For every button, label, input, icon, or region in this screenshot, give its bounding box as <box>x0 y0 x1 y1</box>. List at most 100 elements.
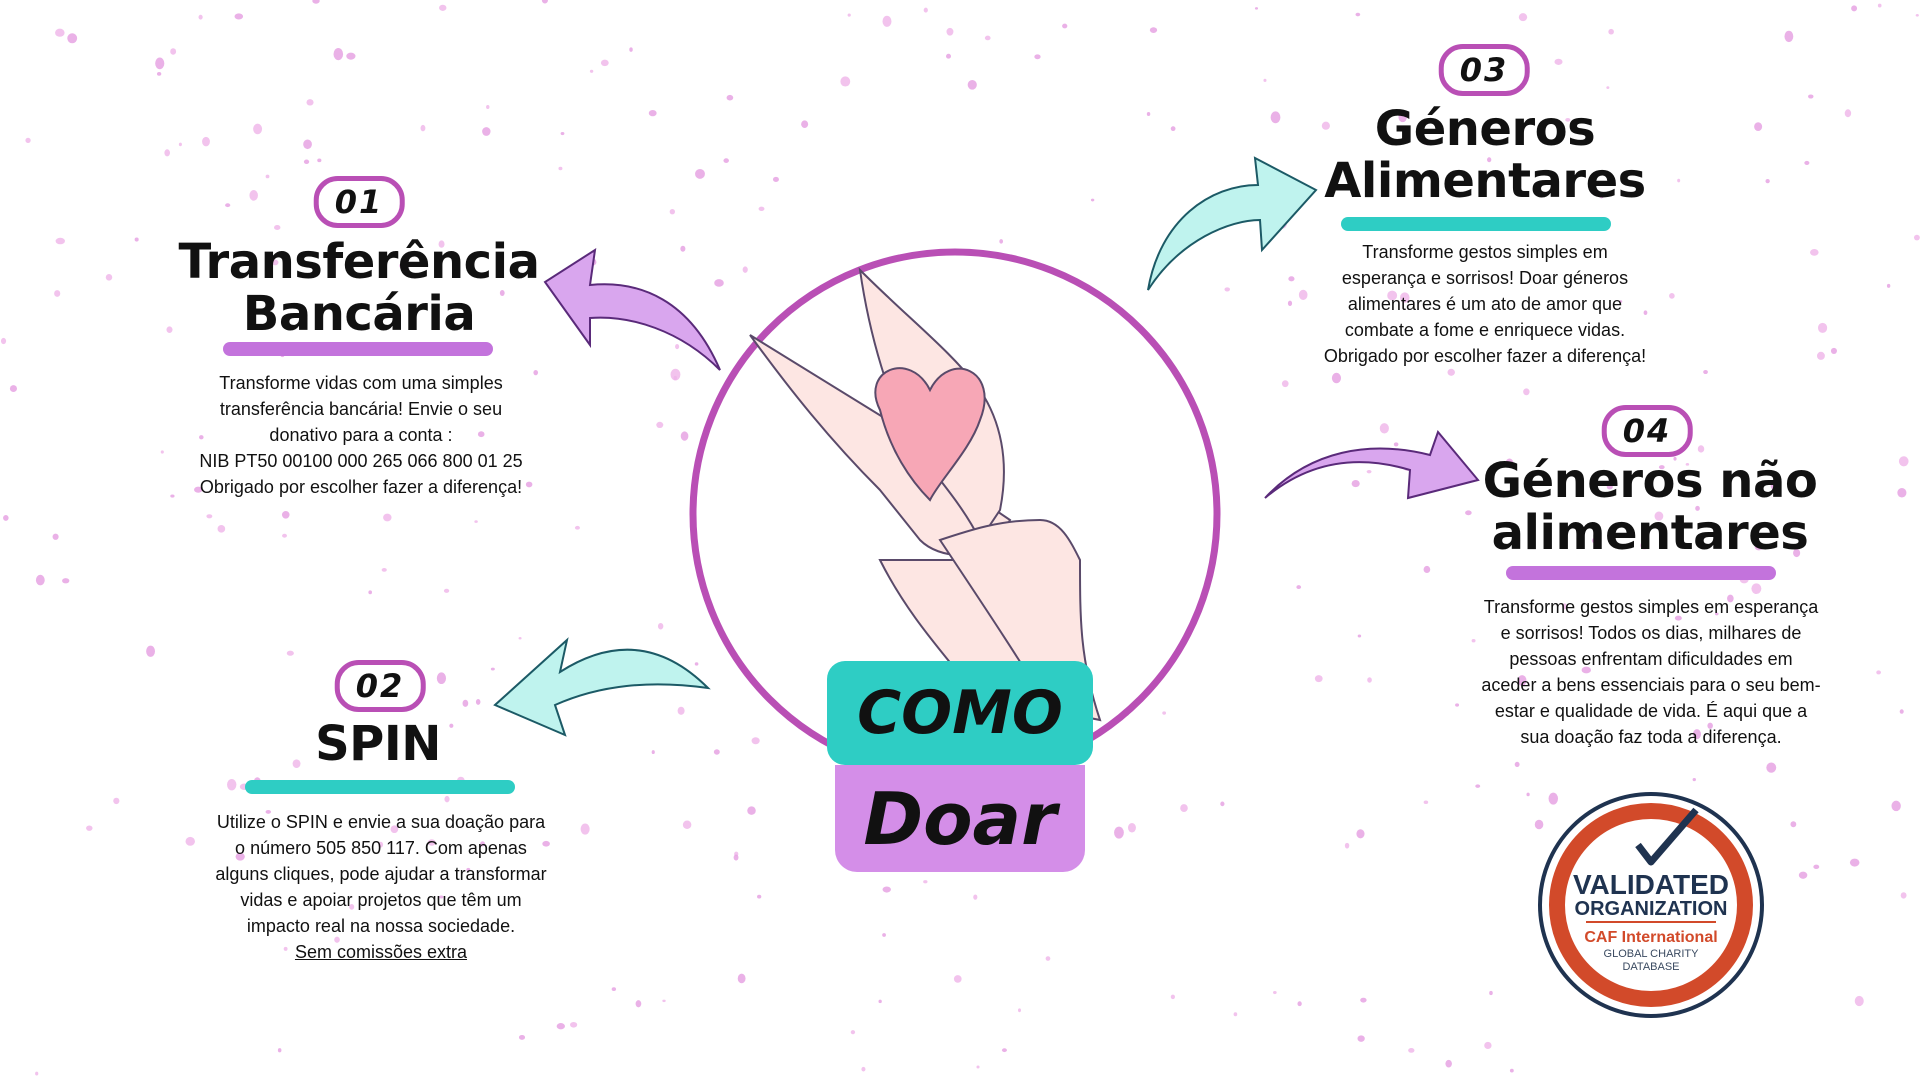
text-line: Transforme gestos simples em <box>1362 242 1608 262</box>
confetti-dot <box>1445 1059 1452 1068</box>
confetti-dot <box>227 778 237 791</box>
confetti-dot <box>556 1023 565 1030</box>
confetti-dot <box>312 0 320 4</box>
confetti-dot <box>682 820 692 829</box>
confetti-dot <box>1548 792 1559 805</box>
confetti-dot <box>436 672 447 685</box>
confetti-dot <box>840 76 851 87</box>
confetti-dot <box>105 274 113 281</box>
confetti-dot <box>206 514 213 519</box>
confetti-dot <box>1654 511 1664 521</box>
confetti-dot <box>1808 94 1814 99</box>
no-fees-link[interactable]: Sem comissões extra <box>294 942 468 962</box>
confetti-dot <box>427 839 436 846</box>
confetti-dot <box>1514 761 1520 767</box>
confetti-dot <box>368 590 373 595</box>
confetti-dot <box>1062 23 1068 29</box>
confetti-dot <box>1886 283 1891 288</box>
title-line: Transferência <box>178 234 540 290</box>
confetti-dot <box>882 933 886 937</box>
seal-text: GLOBAL CHARITY <box>1604 948 1700 960</box>
text-line: sua doação faz toda a diferença. <box>1520 727 1782 747</box>
title-underline <box>1341 217 1611 231</box>
confetti-dot <box>757 894 762 899</box>
confetti-dot <box>1357 634 1362 638</box>
confetti-dot <box>170 494 175 498</box>
confetti-dot <box>1899 709 1904 714</box>
confetti-dot <box>35 1071 39 1076</box>
validated-organization-seal: VALIDATED ORGANIZATION CAF International… <box>1538 792 1764 1018</box>
confetti-dot <box>202 136 210 147</box>
confetti-dot <box>1220 801 1225 807</box>
confetti-dot <box>1581 666 1591 674</box>
confetti-dot <box>976 1065 980 1069</box>
text-line: combate a fome e enriquece vidas. <box>1344 320 1626 340</box>
text-line: Transforme gestos simples em esperança <box>1483 597 1819 617</box>
confetti-dot <box>1149 27 1158 33</box>
confetti-dot <box>733 854 739 861</box>
title-line: Géneros <box>1374 101 1596 157</box>
confetti-dot <box>156 71 162 76</box>
confetti-dot <box>1619 300 1623 303</box>
confetti-dot <box>334 936 340 943</box>
text-line: pessoas enfrentam dificuldades em <box>1509 649 1793 669</box>
confetti-dot <box>1591 538 1596 544</box>
confetti-dot <box>55 28 65 37</box>
step-number-badge: 02 <box>334 660 426 712</box>
confetti-dot <box>850 1030 856 1035</box>
confetti-dot <box>249 190 258 201</box>
confetti-dot <box>1608 28 1614 35</box>
confetti-dot <box>1281 380 1289 388</box>
confetti-dot <box>1146 111 1151 117</box>
step-title: Géneros não alimentares <box>1483 455 1818 559</box>
confetti-dot <box>3 514 9 521</box>
confetti-dot <box>477 431 485 438</box>
confetti-dot <box>1599 193 1604 199</box>
confetti-dot <box>984 35 991 41</box>
confetti-dot <box>635 1000 642 1008</box>
confetti-dot <box>847 13 851 17</box>
confetti-dot <box>480 841 485 847</box>
step-number-badge: 01 <box>313 176 405 228</box>
confetti-dot <box>67 33 78 44</box>
title-underline <box>1506 566 1776 580</box>
confetti-dot <box>1523 388 1530 396</box>
confetti-dot <box>1517 675 1527 686</box>
confetti-dot <box>1360 997 1367 1003</box>
confetti-dot <box>439 895 444 899</box>
confetti-dot <box>1447 368 1455 376</box>
confetti-dot <box>758 206 765 211</box>
confetti-dot <box>475 698 481 705</box>
text-line: transferência bancária! Envie o seu <box>219 399 503 419</box>
confetti-dot <box>751 737 760 745</box>
confetti-dot <box>444 795 450 803</box>
confetti-dot <box>1891 800 1901 812</box>
confetti-dot <box>235 852 245 861</box>
confetti-dot <box>1423 565 1431 574</box>
confetti-dot <box>439 4 447 11</box>
confetti-dot <box>772 176 779 182</box>
confetti-dot <box>282 533 287 538</box>
confetti-dot <box>973 894 978 900</box>
confetti-dot <box>1263 78 1267 82</box>
confetti-dot <box>1658 465 1665 470</box>
text-line: impacto real na nossa sociedade. <box>246 916 516 936</box>
text-line: vidas e apoiar projetos que têm um <box>240 890 522 910</box>
confetti-dot <box>1915 13 1919 17</box>
confetti-dot <box>164 149 171 157</box>
text-line: aceder a bens essenciais para o seu bem- <box>1481 675 1821 695</box>
confetti-dot <box>1643 310 1648 315</box>
confetti-dot <box>675 344 680 350</box>
text-line: estar e qualidade de vida. É aqui que a <box>1494 701 1808 721</box>
confetti-dot <box>381 568 387 572</box>
confetti-dot <box>55 237 65 245</box>
confetti-dot <box>334 724 340 731</box>
confetti-dot <box>1518 13 1528 22</box>
confetti-dot <box>589 69 594 73</box>
confetti-dot <box>170 48 177 55</box>
confetti-dot <box>166 326 173 334</box>
confetti-dot <box>1562 603 1568 610</box>
confetti-dot <box>185 836 195 846</box>
confetti-dot <box>882 886 891 893</box>
confetti-dot <box>1045 956 1051 961</box>
